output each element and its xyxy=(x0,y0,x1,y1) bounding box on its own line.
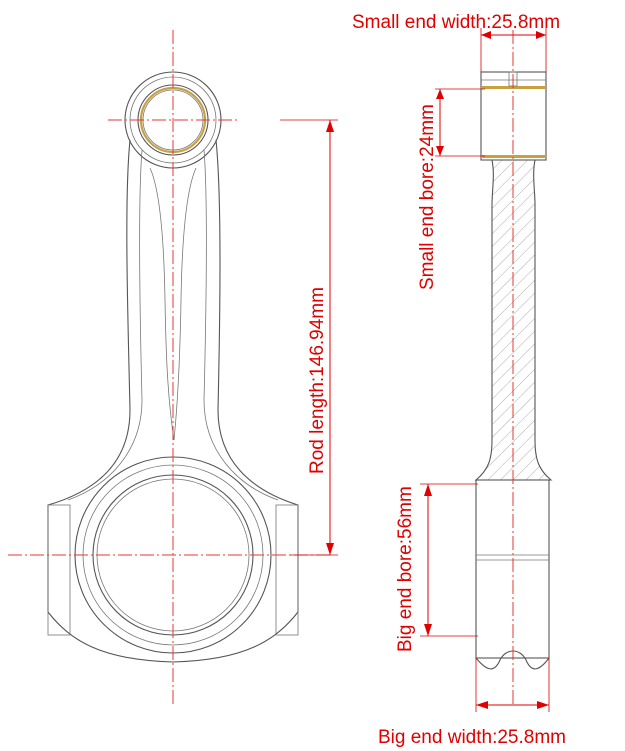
big-end-width-label: Big end width:25.8mm xyxy=(378,727,566,748)
big-end-width-dimension xyxy=(475,658,550,712)
rod-length-label: Rod length:146.94mm xyxy=(307,287,328,474)
small-end-bore-label: Small end bore:24mm xyxy=(417,104,438,290)
big-end-bore-label: Big end bore:56mm xyxy=(395,486,416,652)
small-end-width-label: Small end width:25.8mm xyxy=(352,12,560,33)
front-view xyxy=(8,30,330,705)
side-view xyxy=(474,30,553,705)
small-end-width-dimension xyxy=(480,28,547,72)
big-end-bore-dimension xyxy=(420,483,478,637)
small-end-bushing-bottom xyxy=(481,155,546,158)
small-end-bore-dimension xyxy=(435,88,485,157)
rod-length-dimension xyxy=(280,119,338,556)
